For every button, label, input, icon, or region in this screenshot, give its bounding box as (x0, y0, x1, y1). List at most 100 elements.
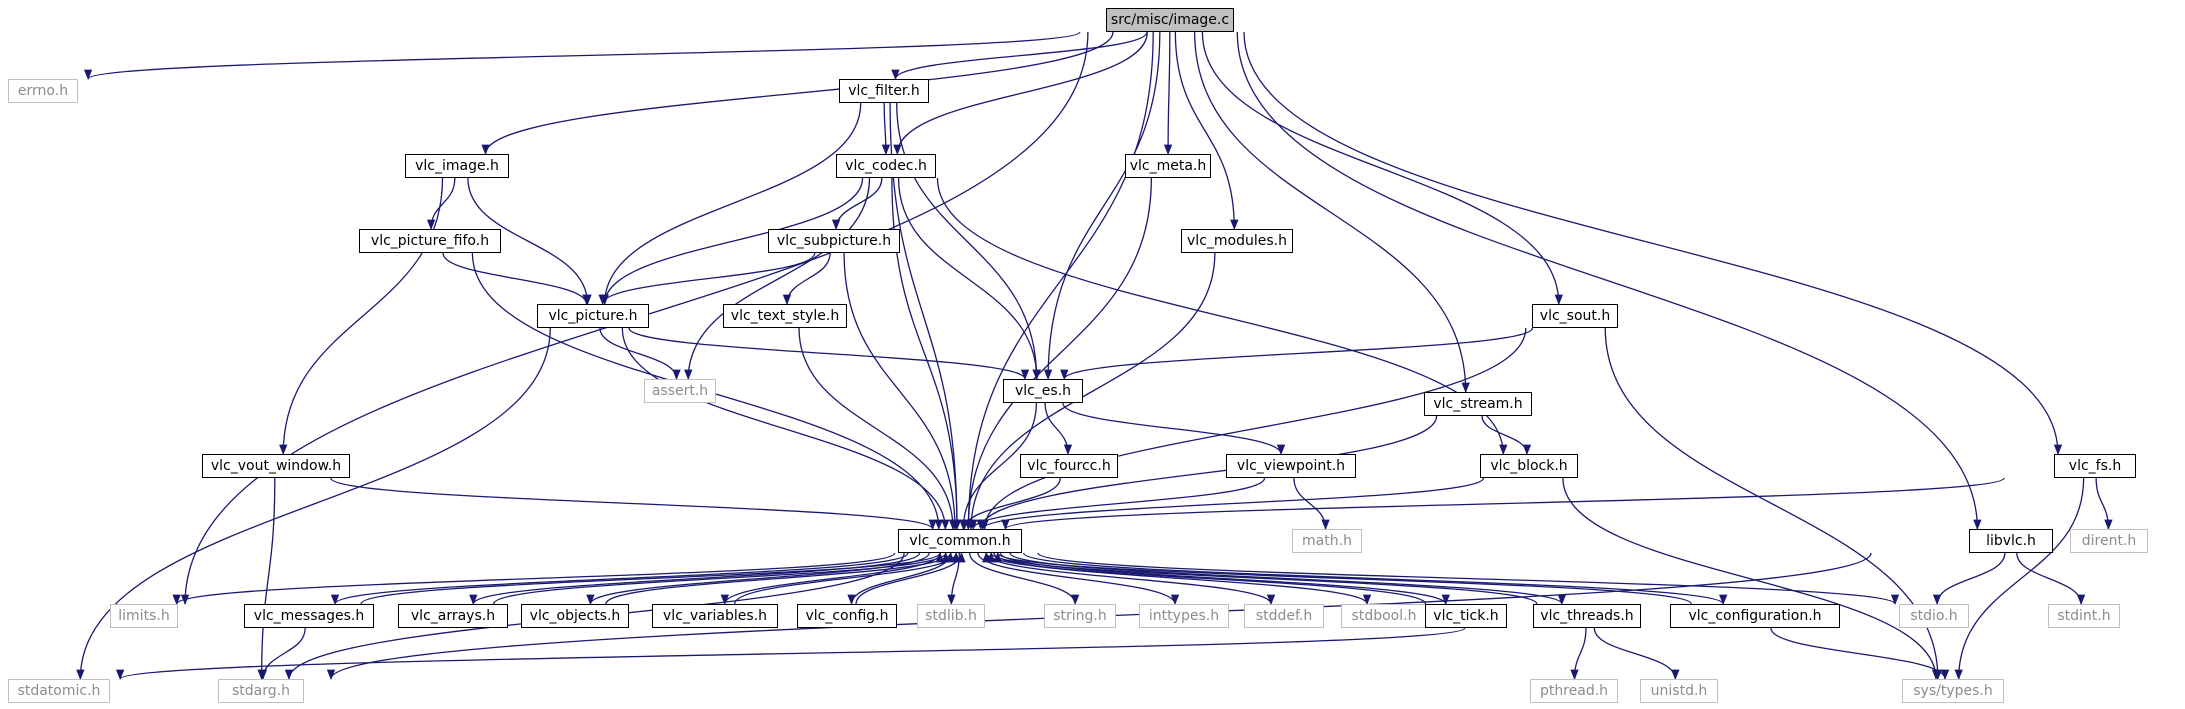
edge-vlc-meta-to-vlc-common (964, 177, 1153, 531)
node-stdarg: stdarg.h (218, 679, 304, 703)
node-vlc-es[interactable]: vlc_es.h (1003, 379, 1083, 403)
node-limits: limits.h (110, 604, 178, 628)
edge-image-c-to-vlc-filter (891, 31, 1148, 81)
edge-vlc-image-to-vlc-vout-window (279, 177, 444, 456)
edge-vlc-threads-to-pthread (1570, 627, 1587, 681)
edge-vlc-common-to-vlc-tick (999, 552, 1450, 606)
node-vlc-config[interactable]: vlc_config.h (797, 604, 897, 628)
node-errno: errno.h (8, 79, 78, 103)
edge-vlc-arrays-to-vlc-common (492, 551, 950, 605)
node-vlc-viewpoint[interactable]: vlc_viewpoint.h (1226, 454, 1356, 478)
edge-vlc-codec-to-vlc-subpicture (831, 177, 883, 231)
edge-vlc-threads-to-stdatomic (116, 627, 1466, 681)
node-vlc-block[interactable]: vlc_block.h (1480, 454, 1578, 478)
edge-vlc-common-to-limits (172, 552, 896, 606)
node-vlc-messages[interactable]: vlc_messages.h (244, 604, 374, 628)
edge-image-c-to-vlc-codec (893, 31, 1148, 156)
edge-vlc-vout-window-to-vlc-common (330, 477, 937, 531)
node-vlc-configuration[interactable]: vlc_configuration.h (1670, 604, 1840, 628)
edge-vlc-stream-to-vlc-block (1481, 415, 1532, 456)
edge-vlc-common-to-vlc-arrays (469, 552, 921, 606)
edge-vlc-es-to-vlc-viewpoint (1062, 402, 1286, 456)
node-vlc-sout[interactable]: vlc_sout.h (1532, 304, 1618, 328)
edge-vlc-es-to-vlc-common (959, 402, 1038, 531)
node-vlc-fs[interactable]: vlc_fs.h (2054, 454, 2136, 478)
edge-vlc-es-to-vlc-fourcc (1044, 402, 1073, 456)
node-vlc-objects[interactable]: vlc_objects.h (521, 604, 629, 628)
node-stdlib: stdlib.h (917, 604, 985, 628)
edge-vlc-variables-to-vlc-common (733, 551, 961, 605)
edge-vlc-subpicture-to-vlc-picture (598, 252, 816, 306)
node-vlc-variables[interactable]: vlc_variables.h (652, 604, 778, 628)
edge-vlc-block-to-vlc-common (978, 477, 1485, 531)
edge-vlc-picture-to-stdatomic (76, 327, 551, 681)
edge-vlc-filter-to-vlc-codec (881, 102, 891, 156)
edge-vlc-config-to-vlc-common (855, 551, 966, 605)
node-vlc-codec[interactable]: vlc_codec.h (836, 154, 936, 178)
node-stdio: stdio.h (1899, 604, 1969, 628)
edge-vlc-threads-to-vlc-common (987, 551, 1538, 605)
node-vlc-stream[interactable]: vlc_stream.h (1424, 392, 1532, 416)
node-vlc-common[interactable]: vlc_common.h (898, 529, 1022, 553)
node-stdatomic: stdatomic.h (8, 679, 110, 703)
edge-libvlc-to-stdint (2016, 552, 2086, 606)
node-unistd: unistd.h (1640, 679, 1718, 703)
edge-image-c-to-vlc-meta (1163, 31, 1173, 156)
node-inttypes: inttypes.h (1139, 604, 1229, 628)
node-vlc-picture[interactable]: vlc_picture.h (537, 304, 649, 328)
node-pthread: pthread.h (1530, 679, 1618, 703)
edge-vlc-picture-to-vlc-common (621, 327, 950, 531)
edge-vlc-common-to-vlc-messages (331, 552, 909, 606)
edge-image-c-to-vlc-fs (1243, 31, 2063, 456)
edge-vlc-configuration-to-sys-types (1770, 627, 1950, 681)
node-vlc-tick[interactable]: vlc_tick.h (1425, 604, 1507, 628)
node-vlc-fourcc[interactable]: vlc_fourcc.h (1020, 454, 1118, 478)
edge-vlc-image-to-vlc-picture-fifo (426, 177, 456, 231)
edge-vlc-viewpoint-to-math (1293, 477, 1330, 531)
edge-vlc-fs-to-sys-types (1954, 477, 2085, 681)
edge-vlc-block-to-sys-types (1562, 477, 1941, 681)
edge-vlc-codec-to-vlc-block (936, 177, 1508, 456)
edge-vlc-objects-to-vlc-common (605, 551, 955, 605)
edge-image-c-to-vlc-image (481, 31, 1114, 156)
edge-vlc-messages-to-vlc-common (360, 551, 944, 605)
edge-vlc-fourcc-to-vlc-common (960, 477, 1061, 531)
edge-image-c-to-vlc-es (1043, 31, 1161, 381)
node-vlc-modules[interactable]: vlc_modules.h (1181, 229, 1293, 253)
node-assert: assert.h (644, 379, 716, 403)
node-libvlc[interactable]: libvlc.h (1969, 529, 2053, 553)
node-vlc-image[interactable]: vlc_image.h (405, 154, 509, 178)
node-vlc-meta[interactable]: vlc_meta.h (1125, 154, 1211, 178)
node-vlc-vout-window[interactable]: vlc_vout_window.h (202, 454, 350, 478)
edge-vlc-common-to-string (968, 552, 1080, 606)
edge-vlc-sout-to-vlc-es (1060, 327, 1534, 381)
node-vlc-subpicture[interactable]: vlc_subpicture.h (768, 229, 900, 253)
node-stddef: stddef.h (1244, 604, 1324, 628)
node-vlc-text-style[interactable]: vlc_text_style.h (723, 304, 847, 328)
edge-vlc-common-to-vlc-configuration (1022, 552, 1728, 606)
edge-vlc-text-style-to-vlc-common (798, 327, 958, 531)
node-vlc-picture-fifo[interactable]: vlc_picture_fifo.h (359, 229, 501, 253)
edge-vlc-common-to-stdbool (993, 552, 1372, 606)
edge-image-c-to-vlc-sout (1201, 31, 1563, 306)
edge-vlc-fs-to-vlc-common (1001, 477, 2005, 531)
node-image-c[interactable]: src/misc/image.c (1106, 8, 1234, 32)
edge-vlc-stream-to-vlc-common (976, 415, 1438, 531)
node-stdbool: stdbool.h (1341, 604, 1427, 628)
edge-vlc-messages-to-stdarg (258, 627, 306, 681)
edge-vlc-tick-to-vlc-common (982, 551, 1427, 605)
edge-vlc-modules-to-vlc-common (966, 252, 1216, 531)
edge-vlc-threads-to-unistd (1593, 627, 1680, 681)
edge-vlc-picture-to-assert (599, 327, 681, 381)
node-string: string.h (1044, 604, 1116, 628)
node-vlc-arrays[interactable]: vlc_arrays.h (398, 604, 508, 628)
edge-vlc-subpicture-to-vlc-common (843, 252, 960, 531)
edge-image-c-to-errno (84, 31, 1081, 81)
edge-image-c-to-vlc-modules (1174, 31, 1239, 231)
edge-image-c-to-libvlc (1236, 31, 1982, 531)
edge-vlc-picture-to-vlc-es (628, 327, 1030, 381)
node-vlc-threads[interactable]: vlc_threads.h (1533, 604, 1641, 628)
edge-vlc-codec-to-vlc-common (891, 177, 962, 531)
node-vlc-filter[interactable]: vlc_filter.h (839, 79, 929, 103)
